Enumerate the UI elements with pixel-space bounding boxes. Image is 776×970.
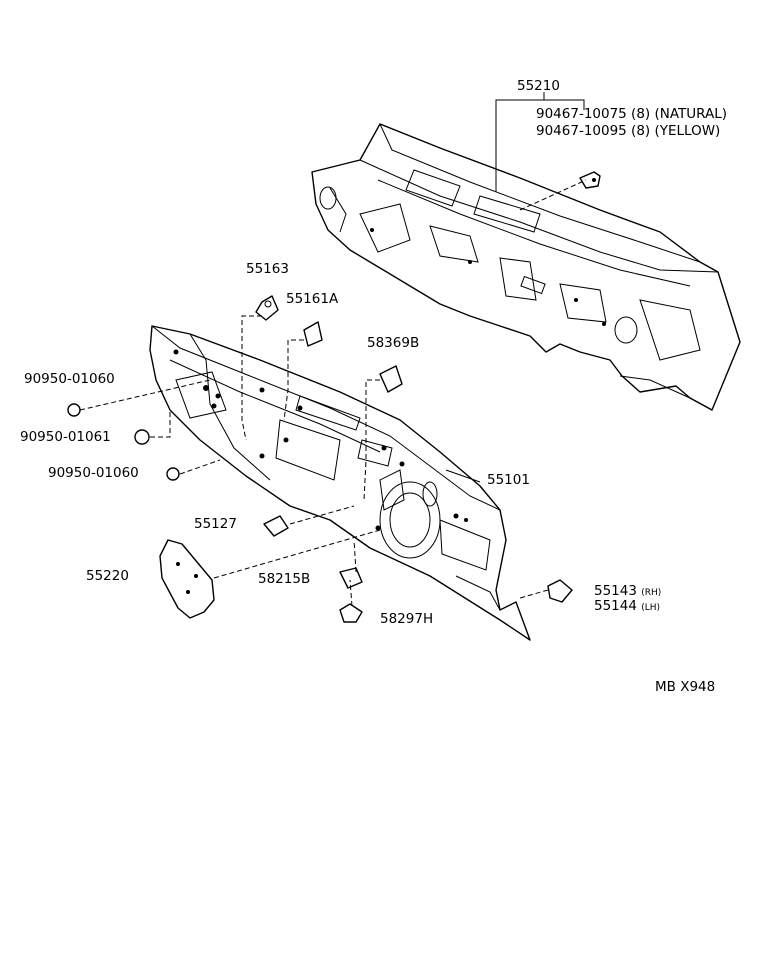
- clip-90467: [579, 171, 601, 189]
- bracket-55143-55144: [547, 579, 573, 603]
- callout-55161a: 55161A: [286, 291, 339, 307]
- callout-55144: 55144 (LH): [594, 598, 661, 614]
- callout-55163: 55163: [246, 261, 289, 277]
- insulator-55220: [159, 539, 215, 619]
- callout-55127: 55127: [194, 516, 237, 532]
- bracket-55163: [255, 295, 279, 321]
- bracket-55161a: [303, 321, 323, 347]
- callout-55144-side: (LH): [641, 603, 661, 613]
- callout-58369b: 58369B: [367, 335, 420, 351]
- callout-90467-10075: 90467-10075 (8) (NATURAL): [536, 106, 728, 122]
- leader-lines: [79, 92, 587, 607]
- callout-55143: 55143 (RH): [594, 583, 662, 599]
- callout-90950-01061: 90950-01061: [20, 429, 111, 445]
- callout-55210: 55210: [517, 78, 560, 94]
- figure-code: MB X948: [655, 679, 716, 695]
- callout-90467-10095: 90467-10095 (8) (YELLOW): [536, 123, 721, 139]
- bracket-55127: [263, 515, 289, 537]
- cowl-top-panel-55210: [311, 123, 741, 411]
- clamp-58297h: [339, 603, 363, 623]
- callout-55101: 55101: [487, 472, 530, 488]
- callout-55144-number: 55144: [594, 598, 637, 614]
- plug-90950-01061: [134, 429, 150, 445]
- bracket-58369b: [379, 365, 403, 393]
- clamp-58215b: [339, 567, 363, 589]
- plug-90950-01060-lower: [166, 467, 180, 481]
- callout-55220: 55220: [86, 568, 129, 584]
- plug-90950-01060-upper: [67, 403, 81, 417]
- callout-55143-side: (RH): [641, 588, 662, 598]
- callout-58297h: 58297H: [380, 611, 434, 627]
- callout-55143-number: 55143: [594, 583, 637, 599]
- callout-58215b: 58215B: [258, 571, 311, 587]
- dash-panel-55101: [149, 325, 531, 641]
- callout-90950-01060-lower: 90950-01060: [48, 465, 139, 481]
- callout-90950-01060-upper: 90950-01060: [24, 371, 115, 387]
